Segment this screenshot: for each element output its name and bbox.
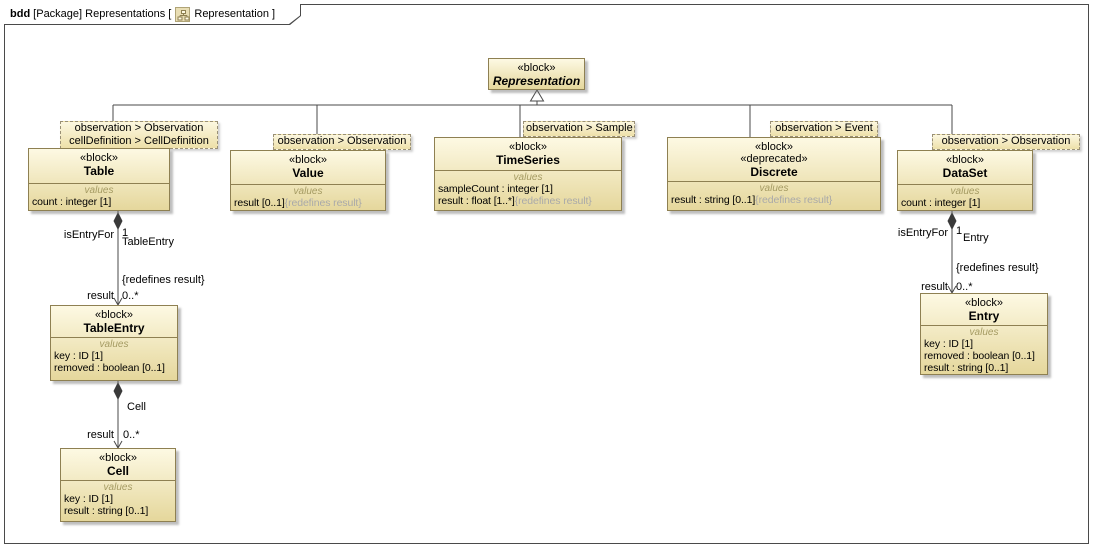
multiplicity-label[interactable]: 1	[956, 225, 963, 237]
block-name: Value	[292, 166, 324, 180]
tag-line: observation > Observation	[277, 135, 407, 147]
value-property: key : ID [1]	[924, 338, 973, 350]
block-name: Representation	[492, 74, 581, 88]
tag-note-timeseries[interactable]: observation > Sample	[523, 121, 635, 137]
compartment-title: values	[950, 186, 980, 197]
block-cell[interactable]: «block» Cell values key : ID [1] result …	[60, 448, 176, 522]
compartment-title: values	[293, 186, 323, 197]
compartment-title: values	[84, 185, 114, 196]
multiplicity-label[interactable]: 0..*	[123, 429, 140, 441]
composition-edge-tableentry-cell[interactable]	[113, 381, 123, 450]
tag-line: cellDefinition > CellDefinition	[69, 135, 209, 147]
block-name: DataSet	[942, 166, 988, 180]
value-property: sampleCount : integer [1]	[438, 183, 553, 195]
tag-line: observation > Event	[775, 122, 873, 134]
tag-line: observation > Observation	[74, 122, 204, 134]
stereotype: «block»	[517, 62, 556, 74]
stereotype: «block»	[99, 452, 137, 464]
stereotype: «block»	[946, 154, 984, 166]
compartment-title: values	[99, 339, 129, 350]
stereotype: «block»	[755, 141, 793, 153]
value-property: result [0..1]{redefines result}	[234, 197, 362, 209]
class-diagram-icon	[175, 6, 191, 22]
block-name: Entry	[968, 309, 1000, 323]
role-label[interactable]: result	[87, 429, 114, 441]
tag-line: observation > Observation	[941, 135, 1071, 147]
stereotype: «deprecated»	[740, 153, 808, 165]
diagram-kind: bdd	[10, 8, 31, 20]
multiplicity-label[interactable]: 0..*	[956, 281, 973, 293]
stereotype: «block»	[289, 154, 327, 166]
diagram-frame	[4, 4, 1089, 544]
tag-note-dataset[interactable]: observation > Observation	[932, 134, 1080, 150]
tag-note-value[interactable]: observation > Observation	[273, 134, 411, 150]
composition-diamond-icon	[947, 212, 957, 230]
compartment-title: values	[513, 172, 543, 183]
association-name-label[interactable]: Cell	[127, 401, 146, 413]
stereotype: «block»	[509, 141, 547, 153]
block-name: Cell	[106, 464, 129, 478]
role-label[interactable]: isEntryFor	[897, 227, 948, 239]
composition-diamond-icon	[113, 212, 123, 230]
block-discrete[interactable]: «block» «deprecated» Discrete values res…	[667, 137, 881, 211]
role-label[interactable]: isEntryFor	[63, 229, 114, 241]
value-property: key : ID [1]	[64, 493, 113, 505]
compartment-title: values	[103, 482, 133, 493]
block-value[interactable]: «block» Value values result [0..1]{redef…	[230, 150, 386, 211]
block-representation[interactable]: «block» Representation	[488, 58, 585, 90]
stereotype: «block»	[95, 309, 133, 321]
block-tableentry[interactable]: «block» TableEntry values key : ID [1] r…	[50, 305, 178, 381]
tag-note-discrete[interactable]: observation > Event	[770, 121, 878, 137]
multiplicity-label[interactable]: 1	[122, 227, 129, 239]
block-name: Table	[83, 164, 115, 178]
block-entry[interactable]: «block» Entry values key : ID [1] remove…	[920, 293, 1048, 375]
block-table[interactable]: «block» Table values count : integer [1]	[28, 148, 170, 211]
tag-line: observation > Sample	[526, 122, 633, 134]
block-timeseries[interactable]: «block» TimeSeries values sampleCount : …	[434, 137, 622, 211]
value-property: result : float [1..*]{redefines result}	[438, 195, 592, 207]
composition-diamond-icon	[113, 382, 123, 400]
stereotype: «block»	[80, 152, 118, 164]
value-property: result : string [0..1]{redefines result}	[671, 194, 833, 206]
constraint-label[interactable]: {redefines result}	[956, 262, 1039, 274]
constraint-label[interactable]: {redefines result}	[122, 274, 205, 286]
value-property: count : integer [1]	[32, 196, 112, 208]
value-property: key : ID [1]	[54, 350, 103, 362]
diagram-context: [Package] Representations [	[33, 8, 172, 20]
stereotype: «block»	[965, 297, 1003, 309]
compartment-title: values	[759, 183, 789, 194]
diagram-close-bracket: ]	[271, 8, 276, 20]
value-property: removed : boolean [0..1]	[54, 362, 165, 374]
block-dataset[interactable]: «block» DataSet values count : integer […	[897, 150, 1033, 211]
block-name: TableEntry	[83, 321, 145, 335]
value-property: result : string [0..1]	[924, 362, 1009, 374]
role-label[interactable]: result	[87, 290, 114, 302]
diagram-name: Representation	[194, 8, 269, 20]
generalization-triangle-icon	[529, 89, 545, 102]
value-property: removed : boolean [0..1]	[924, 350, 1035, 362]
association-name-label[interactable]: TableEntry	[122, 236, 174, 248]
block-name: TimeSeries	[496, 153, 560, 167]
association-name-label[interactable]: Entry	[963, 232, 989, 244]
diagram-header-tab[interactable]: bdd [Package] Representations [ Represen…	[4, 4, 301, 25]
tag-note-table[interactable]: observation > Observation cellDefinition…	[60, 121, 218, 149]
composition-edge-dataset-entry[interactable]	[947, 211, 957, 295]
block-name: Discrete	[750, 165, 798, 179]
value-property: count : integer [1]	[901, 197, 981, 209]
value-property: result : string [0..1]	[64, 505, 149, 517]
role-label[interactable]: result	[921, 281, 948, 293]
multiplicity-label[interactable]: 0..*	[122, 290, 139, 302]
compartment-title: values	[969, 327, 999, 338]
